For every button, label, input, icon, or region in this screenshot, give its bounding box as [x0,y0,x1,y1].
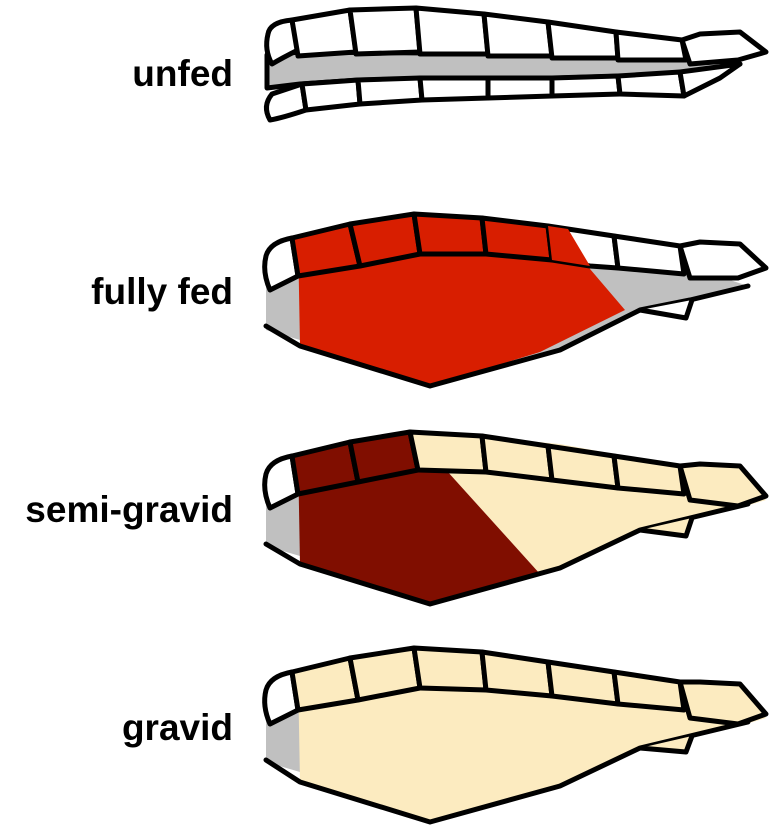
semi-gravid-tergite-6 [545,443,621,491]
gravid-tergite-8 [677,679,769,727]
unfed-tergite-8 [679,29,769,67]
fully-fed-tergite-7 [611,233,687,277]
unfed-sternite-3 [355,75,425,107]
gravid-tergite-6 [545,659,621,707]
unfed-abdomen [264,5,769,123]
label-fully-fed: fully fed [91,271,233,312]
unfed-sternite-4 [417,75,491,103]
semi-gravid-tergite-4 [407,429,489,475]
unfed-tergite-7 [613,29,689,63]
unfed-tergite-1 [264,17,301,67]
unfed-tergite-4 [413,5,491,57]
semi-gravid-tergite-3 [347,429,421,485]
unfed-tergite-2 [289,7,359,59]
semi-gravid-tergite-1 [262,453,301,511]
label-semi-gravid: semi-gravid [25,489,233,530]
gravid-tergite-2 [289,655,361,713]
fully-fed-tergite-8 [677,239,769,281]
unfed-sternite-1 [264,81,309,123]
fully-fed-tergite-4 [411,211,489,257]
label-gravid: gravid [122,707,233,748]
unfed-tergite-3 [347,5,423,57]
label-unfed: unfed [132,53,233,94]
fully-fed-shade-6 [548,226,590,266]
semi-gravid-tail-lobe [639,517,695,539]
semi-gravid-tergite-2 [289,439,361,497]
unfed-sternite-7 [615,69,687,99]
semi-gravid-tergite-5 [479,433,555,483]
semi-gravid-tergite-8 [677,461,769,509]
gravid-tergite-4 [411,645,489,693]
gravid-tergite-3 [347,645,423,703]
unfed-tergite-6 [545,19,621,61]
semi-gravid-tergite-7 [611,453,687,497]
gravid-tail-lobe [639,735,695,755]
gravid-tergite-5 [479,649,555,699]
fully-fed-abdomen [262,211,769,389]
fully-fed-tergite-3 [347,211,423,269]
unfed-sternite-8 [677,61,743,99]
gravid-abdomen [262,645,769,825]
fully-fed-blood [298,228,625,386]
unfed-sternite-5 [485,75,555,101]
fully-fed-tergite-1 [262,235,301,293]
gravid-tergite-1 [262,669,301,727]
gravid-tergite-7 [611,669,687,713]
unfed-tergite-5 [481,11,555,59]
semi-gravid-abdomen [262,429,769,607]
unfed-sternite-6 [549,73,623,99]
fully-fed-tergite-5 [479,215,555,263]
unfed-sternite-2 [299,77,363,113]
fully-fed-tail-lobe [639,299,695,321]
